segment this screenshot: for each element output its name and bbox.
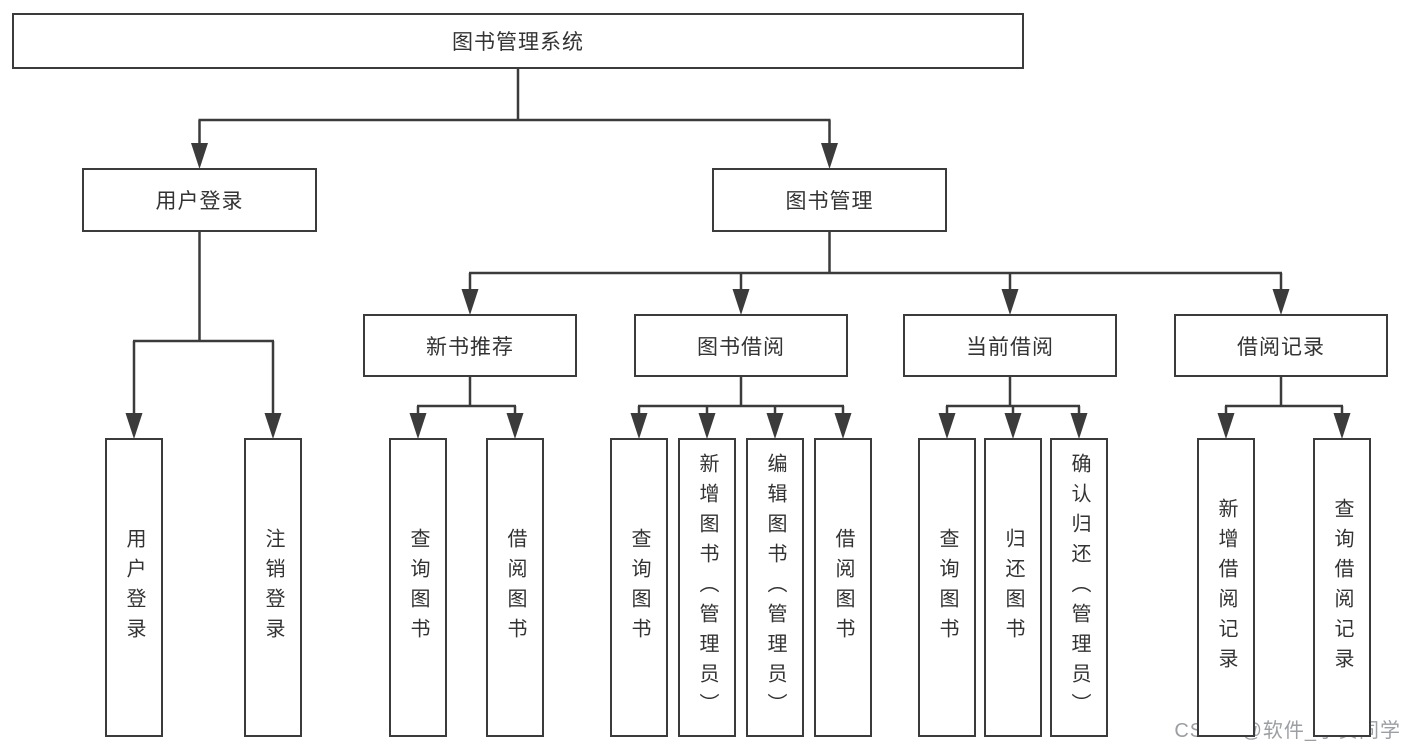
- node-root: 图书管理系统: [12, 13, 1024, 69]
- node-leaf-record-add: 新增借阅记录: [1197, 438, 1255, 737]
- node-leaf-bor-edit: 编辑图书（管理员）: [746, 438, 804, 737]
- node-leaf-bor-borrow: 借阅图书: [814, 438, 872, 737]
- node-leaf-user-login: 用户登录: [105, 438, 163, 737]
- node-book-borrow: 图书借阅: [634, 314, 848, 377]
- node-new-book-rec: 新书推荐: [363, 314, 577, 377]
- node-leaf-bor-query: 查询图书: [610, 438, 668, 737]
- node-leaf-cur-confirm: 确认归还（管理员）: [1050, 438, 1108, 737]
- node-leaf-rec-borrow: 借阅图书: [486, 438, 544, 737]
- node-borrow-record: 借阅记录: [1174, 314, 1388, 377]
- node-current-borrow: 当前借阅: [903, 314, 1117, 377]
- node-leaf-rec-query: 查询图书: [389, 438, 447, 737]
- node-leaf-cur-return: 归还图书: [984, 438, 1042, 737]
- node-leaf-logout: 注销登录: [244, 438, 302, 737]
- node-user-login: 用户登录: [82, 168, 317, 232]
- node-leaf-cur-query: 查询图书: [918, 438, 976, 737]
- node-leaf-bor-add: 新增图书（管理员）: [678, 438, 736, 737]
- node-book-mgmt: 图书管理: [712, 168, 947, 232]
- node-leaf-record-query: 查询借阅记录: [1313, 438, 1371, 737]
